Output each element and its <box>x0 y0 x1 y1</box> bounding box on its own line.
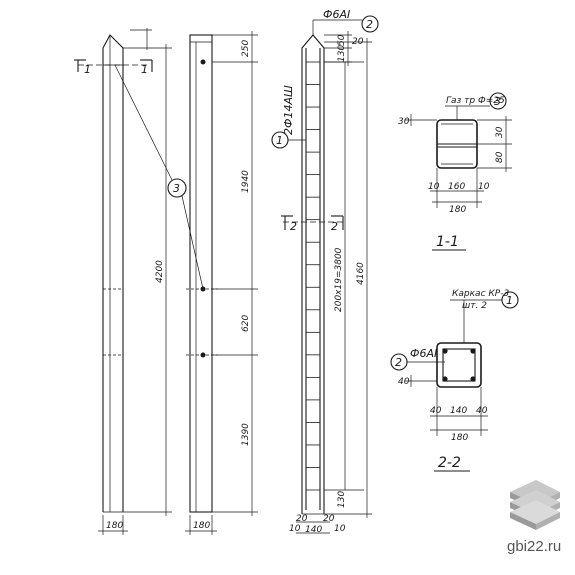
section-1-callout <box>489 92 507 110</box>
section-2-callout-1-label: 1 <box>506 294 513 307</box>
bot-140-dim: 140 <box>305 525 322 535</box>
section-1-1: Газ тр Ф=25 3 30 30 80 10 160 10 180 1-1 <box>398 92 512 251</box>
callout-1-label: 1 <box>276 134 283 147</box>
section-2-callout-2-label: 2 <box>395 356 402 369</box>
section-1-dim-180: 180 <box>449 205 466 215</box>
side-bar-note: 2Ф14AШ <box>282 85 295 135</box>
section-2-bar-label: Ф6АI <box>410 347 437 360</box>
section-1-dim-left: 30 <box>398 117 410 127</box>
section-2-callout-1 <box>501 291 519 309</box>
seg-mid-dim: 1940 <box>241 170 251 193</box>
top-bar-label: Ф6АI <box>323 8 350 21</box>
section-marker-2-right: 2 <box>331 220 338 233</box>
section-2-frame <box>442 348 476 382</box>
section-2-dim-40a: 40 <box>430 406 442 416</box>
hole-top <box>200 59 206 65</box>
section-1-callout-label: 3 <box>494 95 501 108</box>
frame-total-dim: 4160 <box>356 262 366 285</box>
section-2-dim-40b: 40 <box>476 406 488 416</box>
watermark-logo <box>510 480 560 530</box>
section-2-title: 2-2 <box>438 455 461 471</box>
section-2-note-2: шт. 2 <box>462 301 487 311</box>
bot-130-dim: 130 <box>337 491 347 508</box>
top-50-dim: 50 <box>337 34 347 46</box>
section-1-dim-10b: 10 <box>478 182 490 192</box>
pillar-reinforcement-view: Ф6АI 2 1 2Ф14AШ 2 2 50 20 130 200x19=380… <box>271 8 379 535</box>
section-marker-1-right: 1 <box>141 63 148 76</box>
section-marker-1-left: 1 <box>84 63 91 76</box>
section-2-dim-left: 40 <box>398 377 410 387</box>
bot-20a-dim: 20 <box>296 514 308 524</box>
section-2-note-1: Каркас КР-3 <box>452 289 509 299</box>
section-2-body <box>436 342 482 388</box>
pillar-front-view: 250 1940 620 1390 180 <box>185 31 258 535</box>
callout-3-label: 3 <box>173 182 180 195</box>
pillar-front-outline <box>189 34 213 513</box>
stirrups <box>306 61 320 491</box>
pillar-side-outline <box>102 34 124 512</box>
bot-10-dim: 10 <box>289 524 301 534</box>
seg-top-dim: 250 <box>241 40 251 57</box>
frame-span-dim: 200x19=3800 <box>334 247 344 312</box>
pillar2-width-dim: 180 <box>193 521 210 531</box>
section-1-dim-10a: 10 <box>428 182 440 192</box>
section-2-2: Каркас КР-3 шт. 2 1 2 Ф6АI 40 40 140 40 … <box>390 289 519 472</box>
section-2-dim-180: 180 <box>451 433 468 443</box>
section-1-note: Газ тр Ф=25 <box>446 96 505 106</box>
callout-3-group: 3 <box>114 64 204 290</box>
pillar-height-dim: 4200 <box>155 260 165 283</box>
callout-2-label: 2 <box>366 18 373 31</box>
section-1-dim-bot: 80 <box>495 151 505 163</box>
watermark-site: gbi22.ru <box>507 538 561 555</box>
section-2-dim-140: 140 <box>450 406 467 416</box>
seg-620-dim: 620 <box>241 315 251 332</box>
section-1-dim-top: 30 <box>495 126 505 138</box>
section-1-title: 1-1 <box>436 234 459 250</box>
seg-bottom-dim: 1390 <box>241 423 251 446</box>
section-marker-2-left: 2 <box>290 220 297 233</box>
callout-3-circle <box>167 178 187 198</box>
bot-10b-dim: 10 <box>334 524 346 534</box>
bot-20b-dim: 20 <box>323 514 335 524</box>
pillar-side-view: 1 1 180 4200 <box>74 28 172 535</box>
callout-2-circle <box>361 15 379 33</box>
section-1-dim-160: 160 <box>448 182 465 192</box>
pillar-width-dim: 180 <box>106 521 123 531</box>
top-130-dim: 130 <box>337 45 347 62</box>
